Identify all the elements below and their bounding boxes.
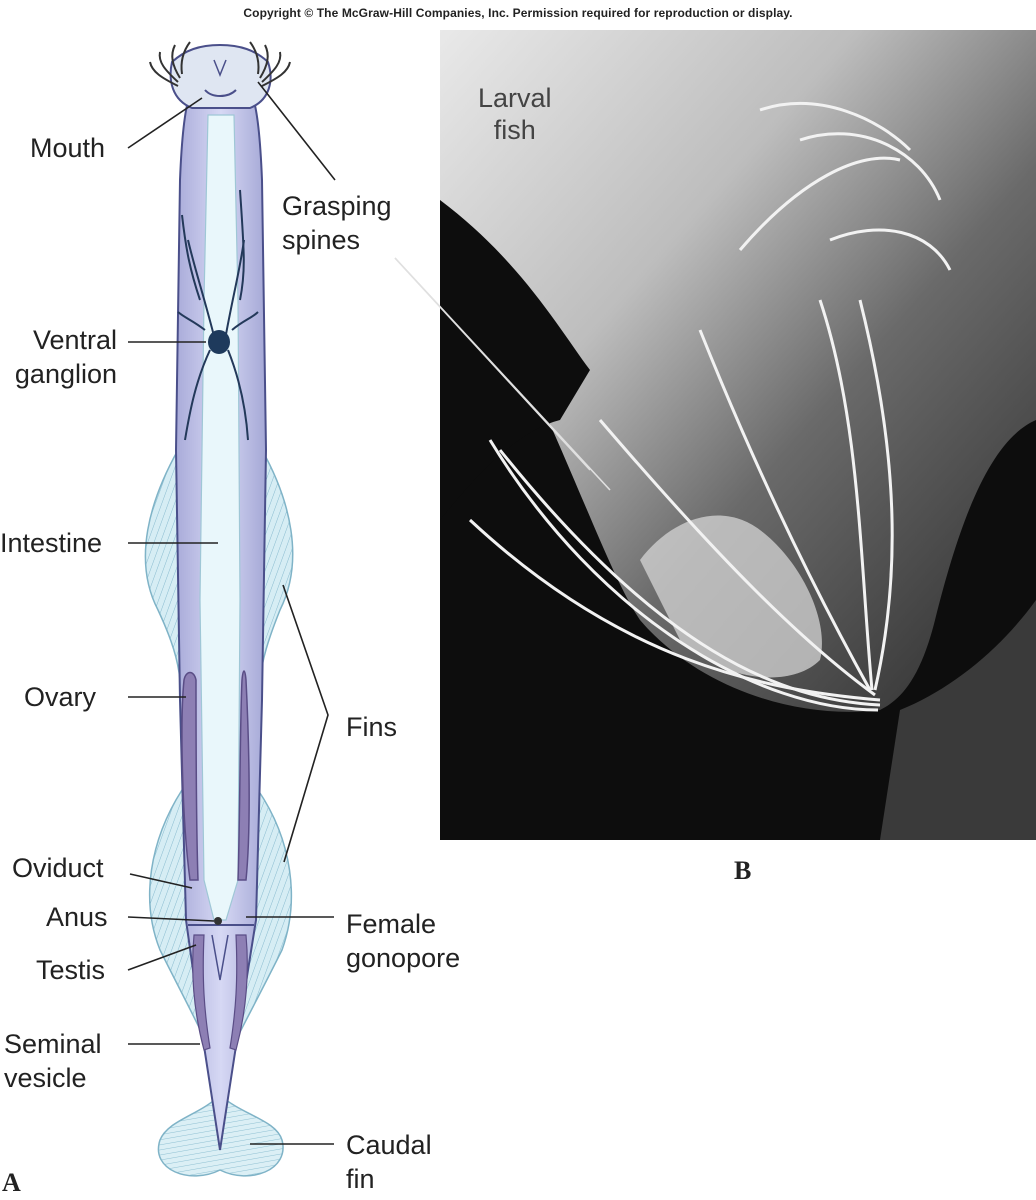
label-oviduct: Oviduct <box>12 851 104 885</box>
label-ventral-ganglion: Ventral ganglion <box>0 323 117 391</box>
label-female-gonopore: Female gonopore <box>346 907 460 975</box>
label-ovary: Ovary <box>24 680 96 714</box>
label-seminal-vesicle: Seminal vesicle <box>4 1027 102 1095</box>
panel-label-b: B <box>734 856 751 886</box>
label-mouth: Mouth <box>30 131 105 165</box>
label-testis: Testis <box>36 953 105 987</box>
panel-label-a: A <box>2 1168 21 1198</box>
label-anus: Anus <box>46 900 108 934</box>
label-caudal-fin: Caudal fin <box>346 1128 432 1196</box>
label-fins: Fins <box>346 710 397 744</box>
anus-mark <box>214 917 222 925</box>
label-grasping-spines: Grasping spines <box>282 189 392 257</box>
sem-photograph <box>395 30 1036 840</box>
label-larval-fish: Larval fish <box>478 82 552 146</box>
label-intestine: Intestine <box>0 526 102 560</box>
intestine <box>200 115 240 920</box>
